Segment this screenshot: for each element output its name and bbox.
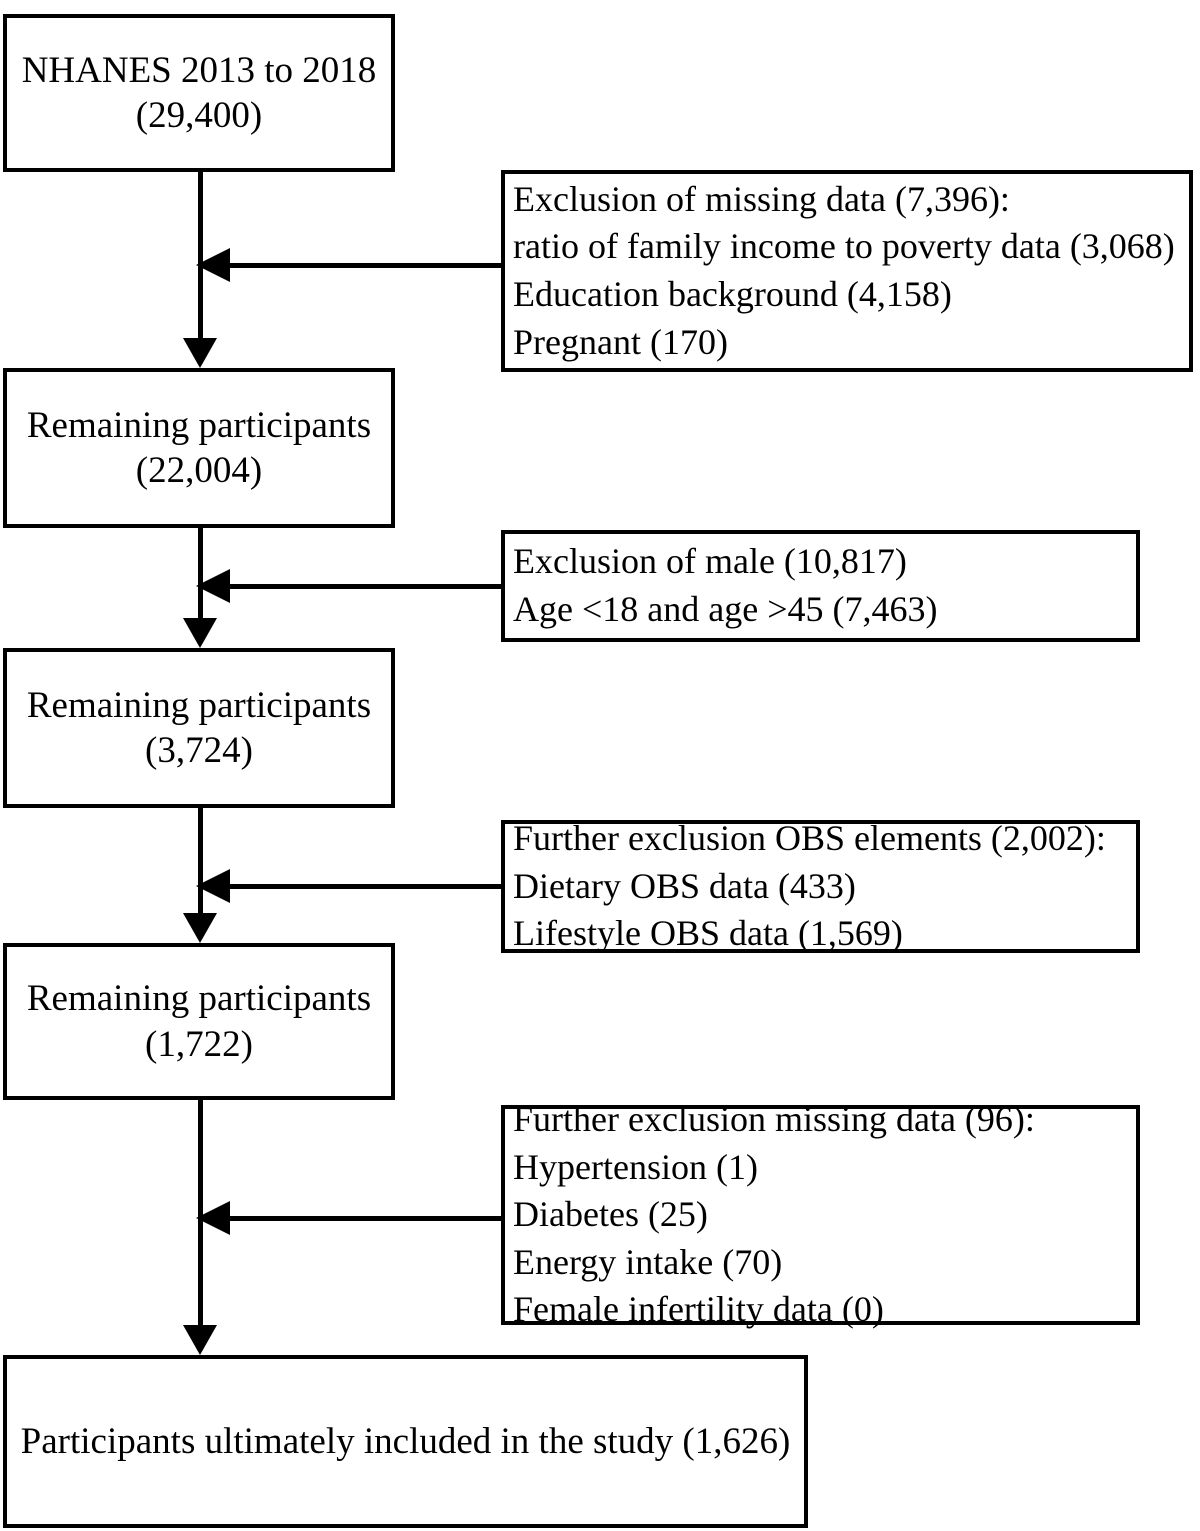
exclusion-4-line5: Female infertility data (0) bbox=[513, 1289, 884, 1330]
exclusion-1-box: Exclusion of missing data (7,396): ratio… bbox=[501, 170, 1193, 372]
connector-exclusion-3 bbox=[228, 884, 503, 889]
exclusion-3-line1: Further exclusion OBS elements (2,002): bbox=[513, 818, 1106, 859]
exclusion-3-line2: Dietary OBS data (433) bbox=[513, 865, 856, 906]
exclusion-2-line2: Age <18 and age >45 (7,463) bbox=[513, 589, 938, 629]
exclusion-3-box: Further exclusion OBS elements (2,002): … bbox=[501, 818, 1140, 953]
connector-exclusion-4 bbox=[228, 1216, 503, 1221]
arrowhead-down-4 bbox=[183, 1325, 217, 1355]
exclusion-4-line4: Energy intake (70) bbox=[513, 1241, 783, 1282]
exclusion-4-line3: Diabetes (25) bbox=[513, 1194, 708, 1235]
node-final-box: Participants ultimately included in the … bbox=[3, 1355, 808, 1528]
exclusion-4-line1: Further exclusion missing data (96): bbox=[513, 1099, 1035, 1140]
arrowhead-left-3 bbox=[196, 869, 230, 903]
node-remaining-3-line1: Remaining participants bbox=[26, 978, 372, 1020]
node-remaining-2-line1: Remaining participants bbox=[26, 684, 372, 726]
connector-exclusion-2 bbox=[228, 584, 503, 589]
node-remaining-3-line2: (1,722) bbox=[145, 1023, 253, 1065]
exclusion-1-line3: Education background (4,158) bbox=[513, 274, 952, 314]
exclusion-1-line2: ratio of family income to poverty data (… bbox=[513, 226, 1175, 267]
node-remaining-2-box: Remaining participants (3,724) bbox=[3, 648, 395, 808]
node-source-line1: NHANES 2013 to 2018 bbox=[21, 49, 377, 91]
node-remaining-1-line2: (22,004) bbox=[135, 450, 263, 491]
arrowhead-down-1 bbox=[183, 338, 217, 368]
arrowhead-left-1 bbox=[196, 248, 230, 282]
exclusion-4-box: Further exclusion missing data (96): Hyp… bbox=[501, 1099, 1140, 1329]
exclusion-3-line3: Lifestyle OBS data (1,569) bbox=[513, 913, 903, 954]
node-remaining-1-line1: Remaining participants bbox=[26, 404, 372, 446]
connector-exclusion-1 bbox=[228, 263, 503, 268]
node-remaining-1-box: Remaining participants (22,004) bbox=[3, 368, 395, 528]
node-final-line1: Participants ultimately included in the … bbox=[20, 1420, 791, 1462]
node-source-line2: (29,400) bbox=[135, 95, 263, 136]
exclusion-4-line2: Hypertension (1) bbox=[513, 1146, 758, 1187]
connector-remaining2-to-remaining3 bbox=[198, 808, 203, 915]
node-source-box: NHANES 2013 to 2018 (29,400) bbox=[3, 14, 395, 172]
exclusion-1-line4: Pregnant (170) bbox=[513, 321, 728, 362]
node-remaining-2-line2: (3,724) bbox=[145, 730, 253, 771]
node-remaining-3-box: Remaining participants (1,722) bbox=[3, 943, 395, 1100]
arrowhead-down-3 bbox=[183, 913, 217, 943]
exclusion-2-line1: Exclusion of male (10,817) bbox=[513, 541, 907, 582]
arrowhead-left-2 bbox=[196, 569, 230, 603]
exclusion-1-line1: Exclusion of missing data (7,396): bbox=[513, 178, 1010, 219]
arrowhead-left-4 bbox=[196, 1201, 230, 1235]
arrowhead-down-2 bbox=[183, 618, 217, 648]
exclusion-2-box: Exclusion of male (10,817) Age <18 and a… bbox=[501, 530, 1140, 642]
